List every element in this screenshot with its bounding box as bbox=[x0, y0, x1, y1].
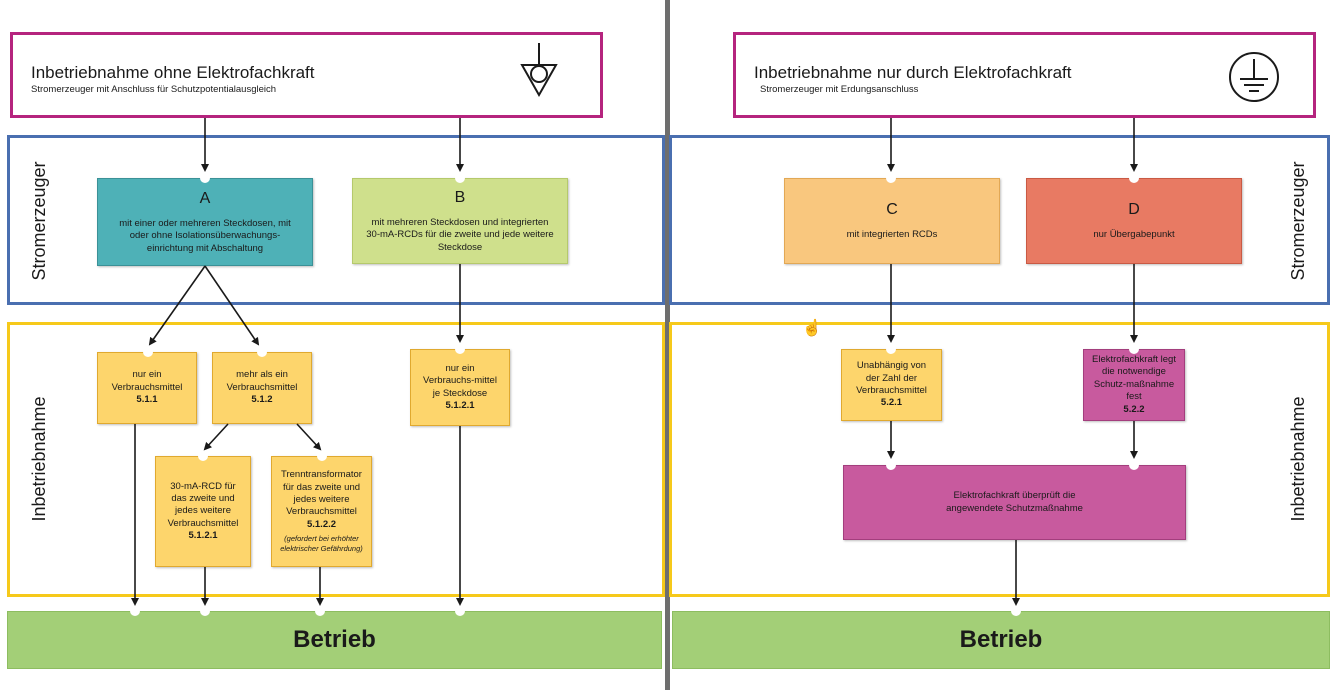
box-c-letter: C bbox=[886, 201, 898, 219]
box-expert-check-text: Elektrofachkraft überprüft die angewende… bbox=[946, 490, 1083, 514]
box-5-1-2-1-rcd-code: 5.1.2.1 bbox=[188, 530, 218, 542]
hand-cursor-icon: ☝ bbox=[802, 320, 822, 337]
box-5-2-1: Unabhängig von der Zahl der Verbrauchsmi… bbox=[841, 349, 942, 421]
box-c-text: mit integrierten RCDs bbox=[846, 229, 938, 241]
box-5-1-2-2-note: (gefordert bei erhöhter elektrischer Gef… bbox=[280, 534, 363, 553]
box-a-text: mit einer oder mehreren Steckdosen, mit … bbox=[119, 217, 291, 254]
right-header-title: Inbetriebnahme nur durch Elektrofachkraf… bbox=[754, 63, 1072, 82]
box-5-2-2-text: Elektrofachkraft legt die notwendige Sch… bbox=[1092, 354, 1176, 403]
box-5-2-2: Elektrofachkraft legt die notwendige Sch… bbox=[1083, 349, 1185, 421]
box-5-1-1: nur ein Verbrauchsmittel 5.1.1 bbox=[97, 352, 197, 424]
box-5-2-1-code: 5.2.1 bbox=[880, 397, 903, 409]
box-b: B mit mehreren Steckdosen und integriert… bbox=[352, 178, 568, 264]
left-header: Inbetriebnahme ohne Elektrofachkraft Str… bbox=[10, 32, 603, 118]
box-5-1-2: mehr als ein Verbrauchsmittel 5.1.2 bbox=[212, 352, 312, 424]
right-header: Inbetriebnahme nur durch Elektrofachkraf… bbox=[733, 32, 1316, 118]
box-b-5-1-2-1-code: 5.1.2.1 bbox=[445, 399, 475, 411]
box-5-1-2-1-rcd-text: 30-mA-RCD für das zweite und jedes weite… bbox=[167, 480, 239, 529]
box-5-1-1-code: 5.1.1 bbox=[136, 394, 158, 406]
box-5-2-1-text: Unabhängig von der Zahl der Verbrauchsmi… bbox=[856, 360, 927, 396]
box-5-1-2-2: Trenntransformator für das zweite und je… bbox=[271, 456, 372, 567]
box-5-1-1-text: nur ein Verbrauchsmittel bbox=[111, 369, 183, 393]
left-betrieb-label: Betrieb bbox=[293, 626, 376, 653]
box-b-text: mit mehreren Steckdosen und integrierten… bbox=[366, 216, 554, 253]
box-5-1-2-code: 5.1.2 bbox=[251, 394, 273, 406]
box-5-1-2-text: mehr als ein Verbrauchsmittel bbox=[226, 369, 298, 393]
box-a-letter: A bbox=[199, 190, 211, 208]
box-b-5-1-2-1: nur ein Verbrauchs-mittel je Steckdose 5… bbox=[410, 349, 510, 426]
right-generator-band bbox=[669, 135, 1330, 305]
box-5-1-2-2-code: 5.1.2.2 bbox=[306, 518, 337, 530]
left-generator-band bbox=[7, 135, 665, 305]
box-b-letter: B bbox=[454, 189, 466, 207]
right-commissioning-band bbox=[669, 322, 1330, 597]
box-d-text: nur Übergabepunkt bbox=[1093, 229, 1175, 241]
right-header-subtitle: Stromerzeuger mit Erdungsanschluss bbox=[760, 84, 919, 95]
box-5-1-2-2-text: Trenntransformator für das zweite und je… bbox=[281, 469, 362, 518]
left-betrieb-bar: Betrieb bbox=[7, 611, 662, 669]
box-d: D nur Übergabepunkt bbox=[1026, 178, 1242, 264]
box-5-2-2-code: 5.2.2 bbox=[1123, 403, 1145, 415]
right-betrieb-bar: Betrieb bbox=[672, 611, 1330, 669]
right-betrieb-label: Betrieb bbox=[959, 626, 1043, 653]
box-d-letter: D bbox=[1128, 201, 1140, 219]
left-header-subtitle: Stromerzeuger mit Anschluss für Schutzpo… bbox=[31, 84, 277, 95]
potential-equalization-symbol-icon bbox=[520, 43, 558, 98]
box-5-1-2-1-rcd: 30-mA-RCD für das zweite und jedes weite… bbox=[155, 456, 251, 567]
protective-earth-symbol-icon bbox=[1229, 52, 1279, 102]
box-expert-check: Elektrofachkraft überprüft die angewende… bbox=[843, 465, 1186, 540]
box-b-5-1-2-1-text: nur ein Verbrauchs-mittel je Steckdose bbox=[423, 362, 497, 399]
panel-divider bbox=[665, 0, 670, 690]
left-commissioning-band bbox=[7, 322, 665, 597]
left-header-title: Inbetriebnahme ohne Elektrofachkraft bbox=[31, 63, 315, 82]
box-c: C mit integrierten RCDs bbox=[784, 178, 1000, 264]
